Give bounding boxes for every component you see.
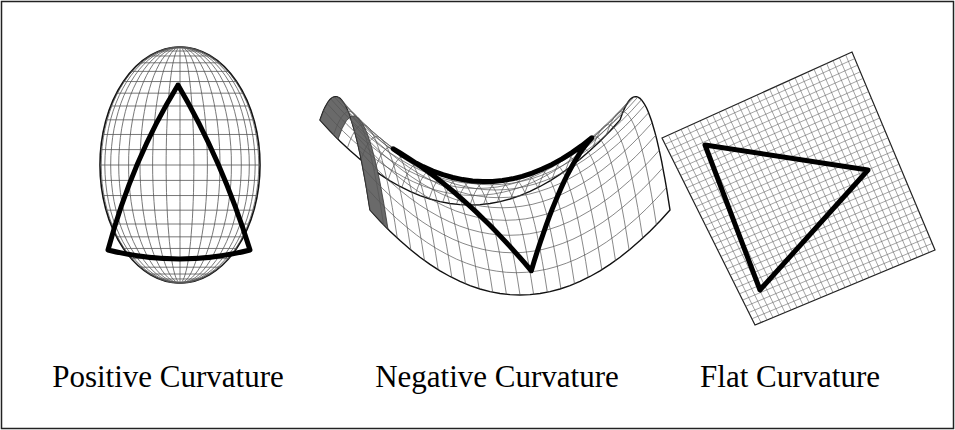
plane-grid-line bbox=[763, 92, 851, 285]
caption-label: Positive Curvature bbox=[52, 360, 284, 394]
saddle-shaded-edge bbox=[320, 97, 388, 230]
plane-grid-line bbox=[730, 197, 913, 275]
parallel-line bbox=[131, 71, 228, 72]
flat-triangle bbox=[705, 145, 868, 290]
plane-grid-line bbox=[724, 184, 907, 263]
parallel-line bbox=[117, 236, 244, 237]
parallel-line bbox=[170, 281, 191, 282]
plane-grid-line bbox=[709, 151, 894, 232]
parallel-line bbox=[123, 81, 236, 82]
saddle-grid-line bbox=[593, 125, 643, 238]
plane-grid-line bbox=[833, 61, 917, 258]
hyperbolic-triangle bbox=[393, 138, 592, 271]
parallel-line bbox=[100, 165, 260, 166]
parallel-line bbox=[123, 248, 236, 249]
parallel-line bbox=[106, 210, 254, 211]
plane-grid-line bbox=[721, 177, 905, 256]
caption-label: Negative Curvature bbox=[375, 360, 619, 394]
ellipsoid-outline bbox=[100, 47, 260, 283]
saddle-grid-line bbox=[341, 100, 641, 185]
parallel-line bbox=[106, 119, 254, 120]
saddle-grid-line bbox=[352, 123, 652, 208]
spherical-triangle bbox=[108, 85, 250, 259]
caption-label: Flat Curvature bbox=[700, 360, 880, 394]
parallel-line bbox=[159, 278, 200, 279]
saddle-outline bbox=[320, 97, 670, 295]
parallel-line bbox=[111, 106, 250, 107]
saddle-grid-line bbox=[497, 179, 547, 292]
plane-grid-line bbox=[736, 210, 918, 287]
saddle-surface bbox=[320, 97, 670, 295]
plane-grid-line bbox=[743, 224, 924, 300]
parallel-line bbox=[101, 180, 260, 181]
saddle-grid-line bbox=[443, 179, 493, 292]
plane-grid-line bbox=[727, 191, 910, 269]
flat-plane bbox=[662, 52, 935, 325]
saddle-grid-line bbox=[552, 156, 602, 269]
saddle-grid-line bbox=[484, 181, 534, 294]
parallel-line bbox=[101, 149, 260, 150]
plane-grid-line bbox=[827, 63, 911, 260]
parallel-line bbox=[140, 267, 220, 268]
saddle-grid-line bbox=[366, 188, 666, 273]
saddle-grid-line bbox=[359, 150, 659, 235]
parallel-line bbox=[103, 134, 258, 135]
plane-outline bbox=[662, 52, 935, 325]
parallel-line bbox=[170, 48, 191, 49]
parallel-line bbox=[149, 274, 210, 275]
saddle-grid-line bbox=[345, 105, 645, 190]
ellipsoid-surface bbox=[100, 47, 260, 283]
plane-grid-line bbox=[752, 243, 932, 318]
parallel-line bbox=[149, 55, 210, 56]
parallel-line bbox=[140, 62, 220, 63]
plane-grid-line bbox=[770, 89, 857, 282]
plane-grid-line bbox=[746, 230, 927, 306]
parallel-line bbox=[159, 51, 200, 52]
plane-grid-line bbox=[839, 58, 923, 255]
plane-grid-line bbox=[846, 55, 929, 253]
plane-grid-line bbox=[776, 86, 863, 280]
plane-grid-line bbox=[715, 164, 899, 244]
parallel-line bbox=[111, 224, 250, 225]
